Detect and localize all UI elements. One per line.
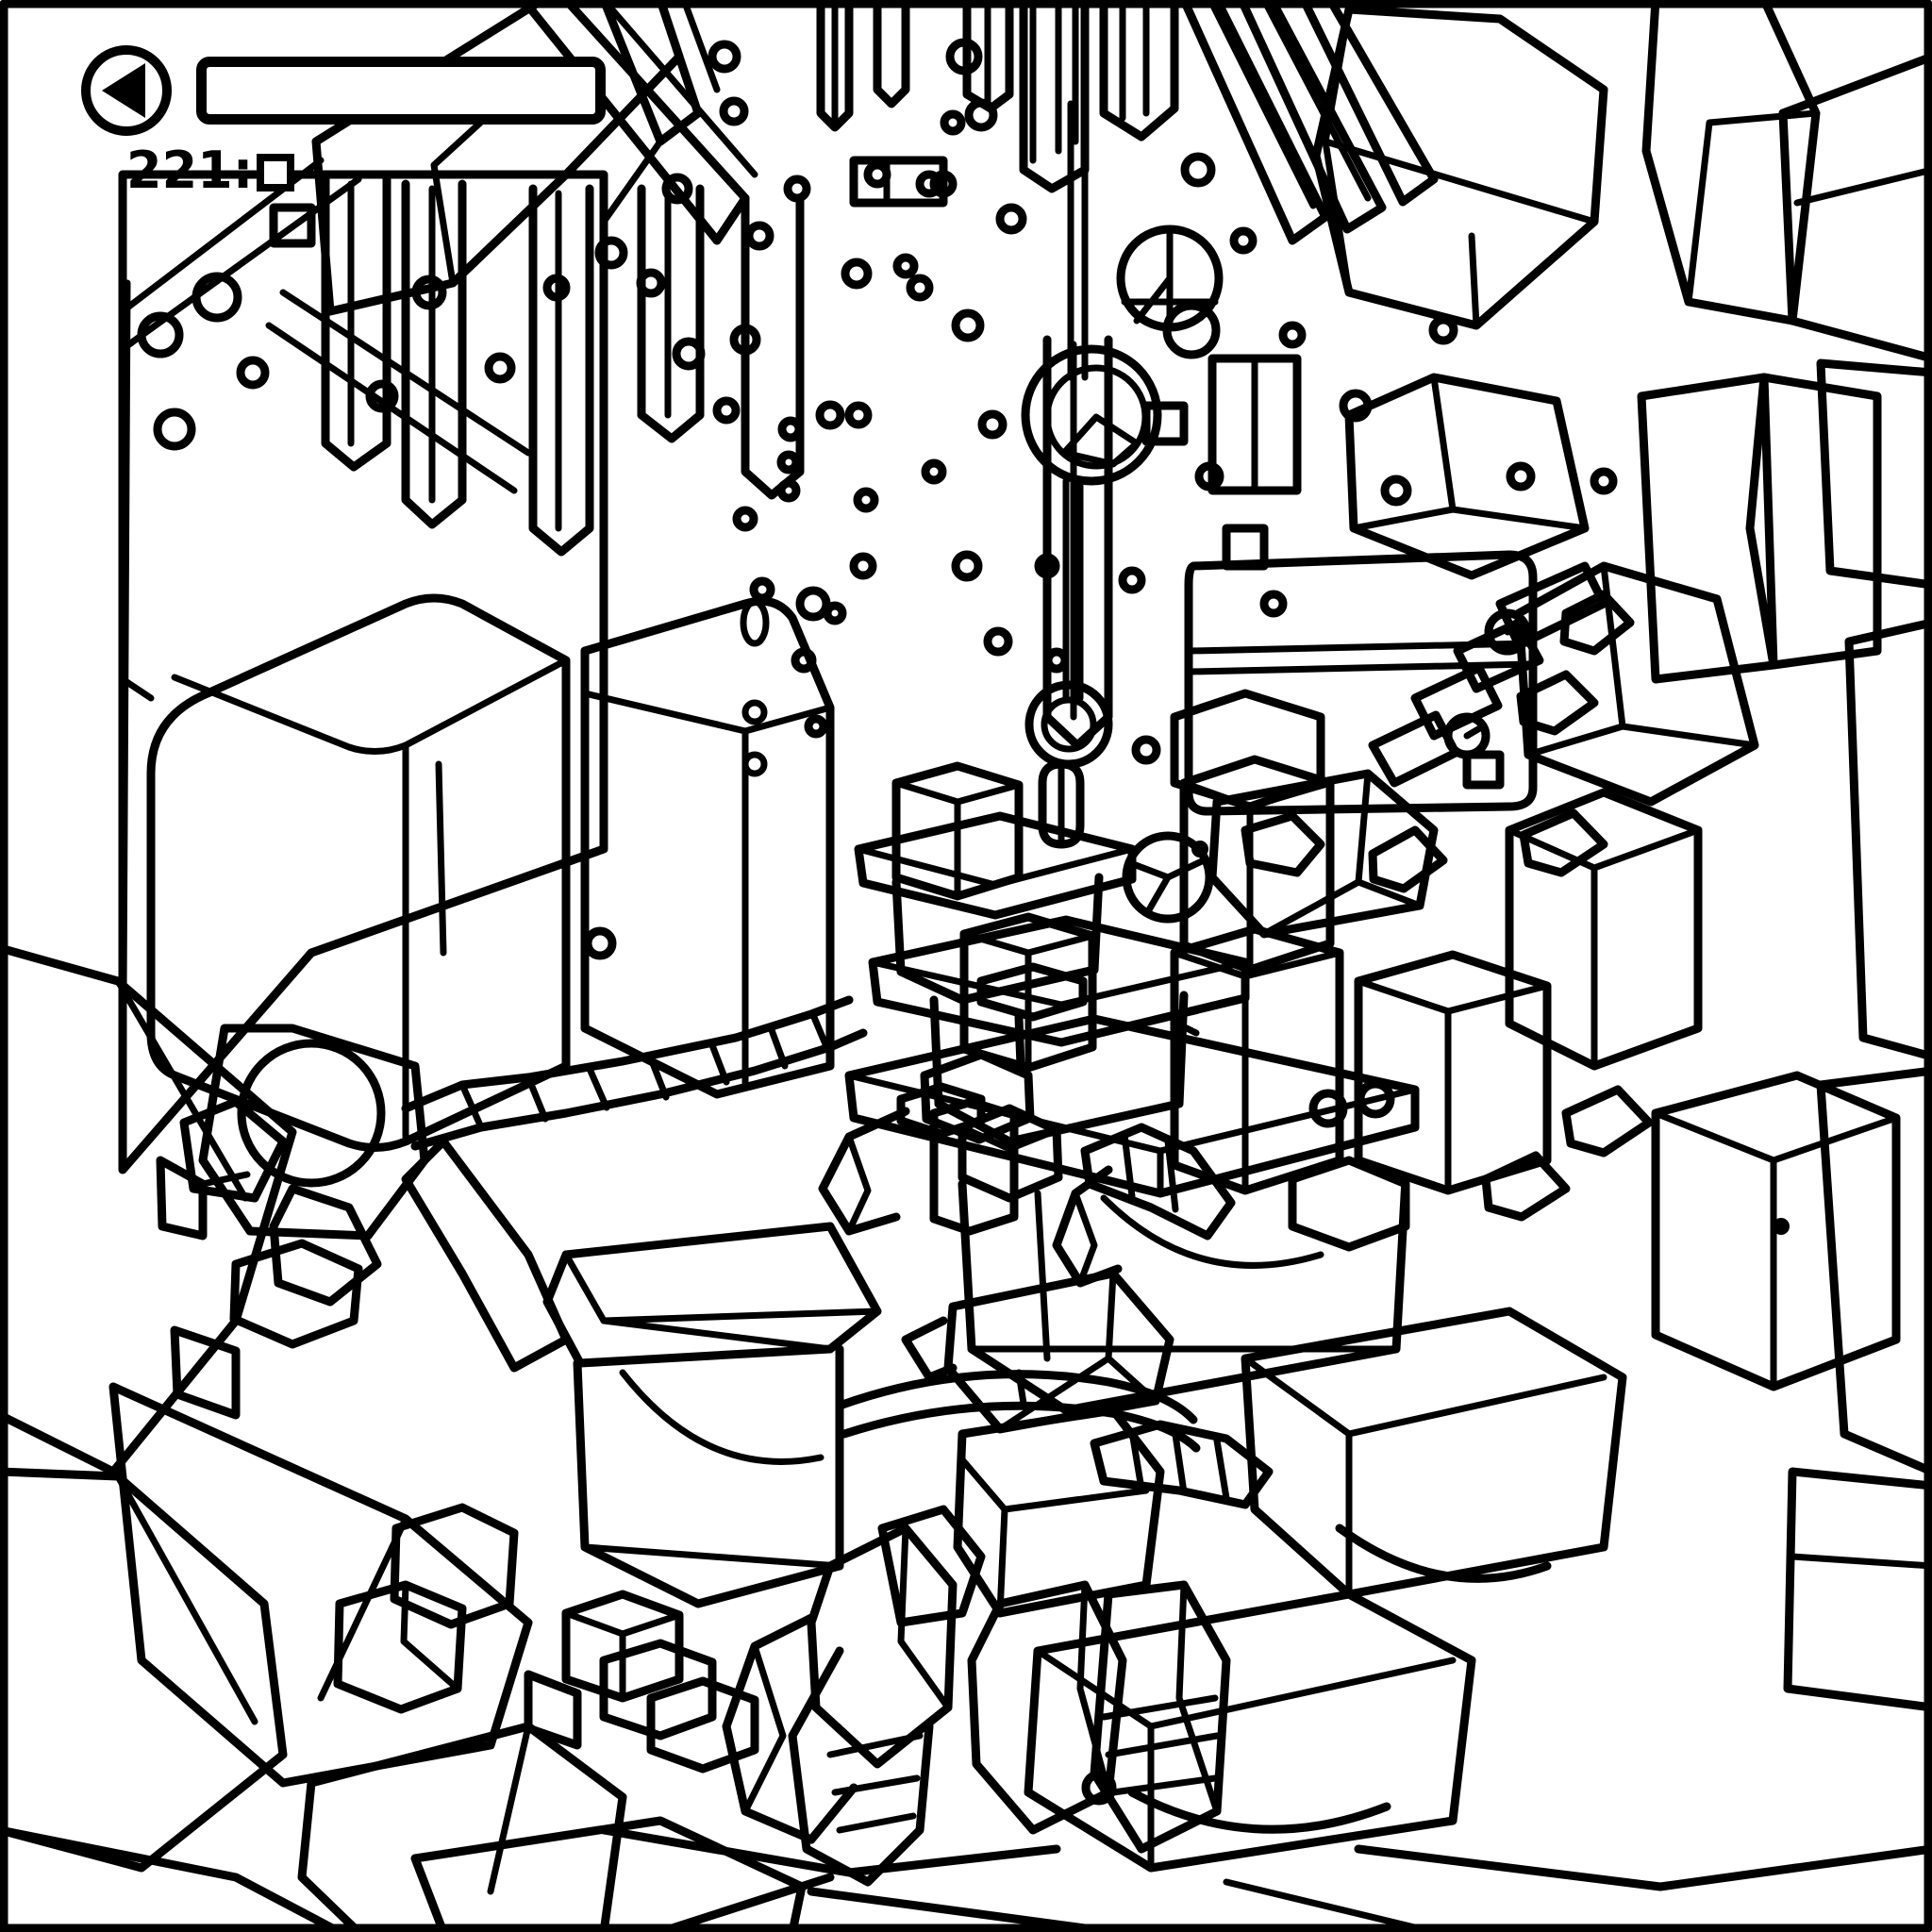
back-triangle-icon xyxy=(102,63,145,118)
lower-left-misc xyxy=(175,1243,755,1769)
right-pipe-and-cubes xyxy=(1373,566,1649,1217)
left-wall-panel xyxy=(123,160,800,1170)
hud-top-row xyxy=(81,45,606,136)
ring-housing-assembly xyxy=(160,1000,863,1368)
hanging-disc-assembly xyxy=(1025,104,1219,919)
right-wall-structure xyxy=(1509,0,1932,1707)
ceiling-machinery xyxy=(316,0,1604,745)
floating-bubbles xyxy=(142,42,1613,956)
center-machinery-columns xyxy=(896,693,1547,1231)
counter-glyph-box xyxy=(257,154,295,192)
image-border xyxy=(4,4,1928,1928)
back-button[interactable] xyxy=(81,45,172,136)
center-pipes-arms xyxy=(823,1055,1406,1283)
left-foreground-crates xyxy=(151,598,830,1148)
hud-overlay: 221: xyxy=(0,0,1932,340)
counter-value: 221: xyxy=(126,141,254,200)
title-bar[interactable] xyxy=(196,57,606,125)
counter-panel: 221: xyxy=(113,142,306,204)
right-panel-box xyxy=(1146,358,1877,811)
